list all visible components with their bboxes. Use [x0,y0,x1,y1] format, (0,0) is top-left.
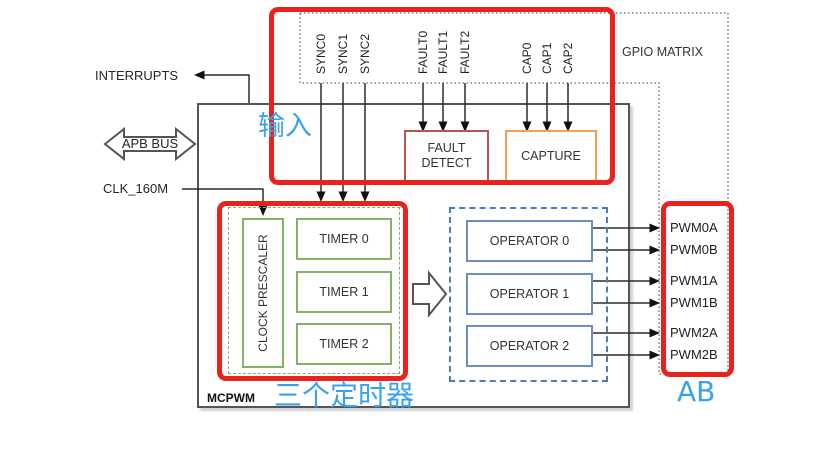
interrupts-label: INTERRUPTS [95,68,179,83]
operator2-block: OPERATOR 2 [466,325,593,367]
clk-160m-label: CLK_160M [103,181,169,196]
fault-detect-line1: FAULT [427,141,466,155]
timers-to-operators-arrow [412,270,448,318]
operator0-block: OPERATOR 0 [466,220,593,262]
pwm1a-label: PWM1A [670,273,718,288]
outputs-annotation-box [661,201,734,377]
gpio-matrix-label: GPIO MATRIX [622,45,704,59]
gpio-matrix-outline [299,12,729,375]
timers-annotation-box [217,201,408,381]
interrupts-wire [194,70,250,103]
operator1-block: OPERATOR 1 [466,273,593,315]
pwm0b-label: PWM0B [670,242,718,257]
timer1-block: TIMER 1 [296,271,392,313]
pwm2b-label: PWM2B [670,347,718,362]
operator-group-dashed-box [449,207,608,382]
input-annotation-text: 输入 [258,111,312,142]
pwm1b-label: PWM1B [670,295,718,310]
timer2-block: TIMER 2 [296,323,392,365]
fault-detect-line2: DETECT [421,156,472,170]
clock-prescaler-block [242,218,284,368]
three-timers-annotation-text: 三个定时器 [274,379,415,412]
pwm0a-label: PWM0A [670,220,718,235]
timer0-block: TIMER 0 [296,218,392,260]
mcpwm-label: MCPWM [207,391,255,405]
timer-group-dashed-box [228,207,400,374]
inputs-annotation-box [269,7,615,185]
apb-bus-arrow-shape [103,126,197,162]
apb-bus-label: APB BUS [121,136,179,151]
pwm2a-label: PWM2A [670,325,718,340]
ab-annotation-text: AB [677,375,716,408]
